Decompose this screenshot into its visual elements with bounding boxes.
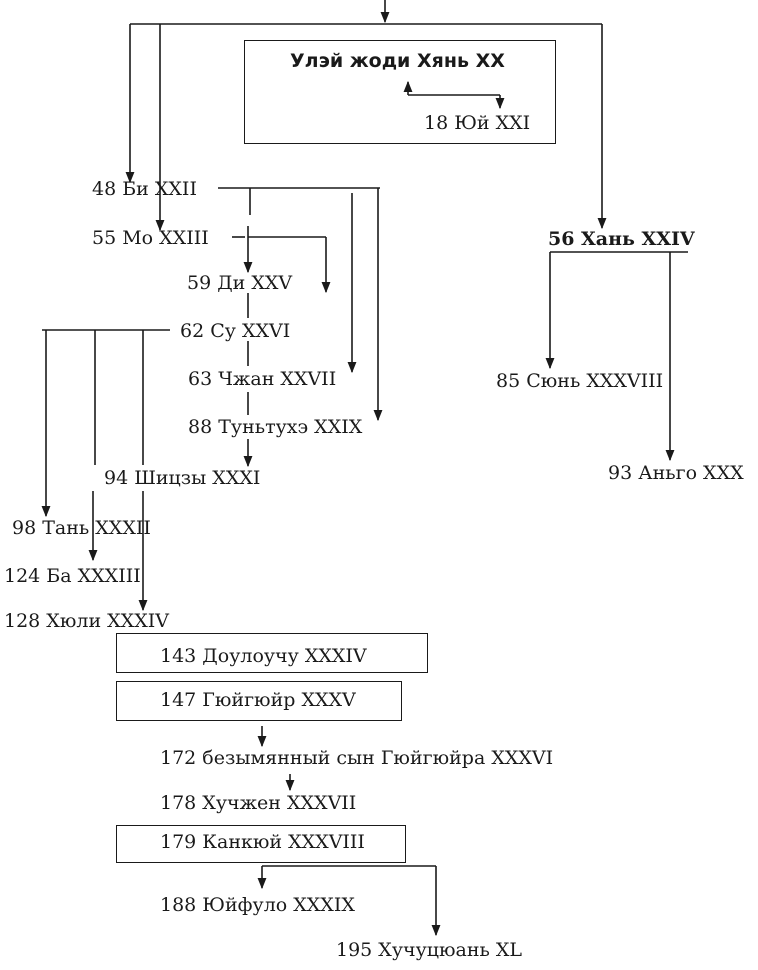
node-chzhan: 63 Чжан XXVII <box>188 368 337 390</box>
node-ango: 93 Аньго XXX <box>608 462 744 484</box>
box-doulouchu <box>116 633 428 673</box>
node-huchzhen: 178 Хучжен XXXVII <box>160 792 357 814</box>
node-ba: 124 Ба XXXIII <box>4 565 141 587</box>
node-gyuigyuir: 147 Гюйгюйр XXXV <box>160 689 356 711</box>
title-box-sub: 18 Юй XXI <box>424 112 531 134</box>
node-shitszy: 94 Шицзы XXXI <box>104 467 261 489</box>
title-box-heading: Улэй жоди Хянь XX <box>290 50 505 72</box>
node-doulouchu: 143 Доулоучу XXXIV <box>160 645 367 667</box>
node-tan: 98 Тань XXXII <box>12 517 151 539</box>
node-huchutsyuan: 195 Хучуцюань XL <box>336 939 523 961</box>
node-tuntuhe: 88 Туньтухэ XXIX <box>188 416 363 438</box>
node-khan: 56 Хань XXIV <box>548 228 695 250</box>
box-gyuigyuir <box>116 681 402 721</box>
node-syun: 85 Сюнь XXXVIII <box>496 370 664 392</box>
node-su: 62 Су XXVI <box>180 320 291 342</box>
node-bi: 48 Би XXII <box>92 178 197 200</box>
node-di: 59 Ди XXV <box>187 272 293 294</box>
box-kankyui <box>116 825 406 863</box>
node-kankyui: 179 Канкюй XXXVIII <box>160 831 365 853</box>
node-mo: 55 Мо XXIII <box>92 227 209 249</box>
title-box <box>244 40 556 144</box>
node-hyuli: 128 Хюли XXXIV <box>4 610 169 632</box>
node-bezymyanny: 172 безымянный сын Гюйгюйра XXXVI <box>160 747 554 769</box>
node-yuifulo: 188 Юйфуло XXXIX <box>160 894 355 916</box>
